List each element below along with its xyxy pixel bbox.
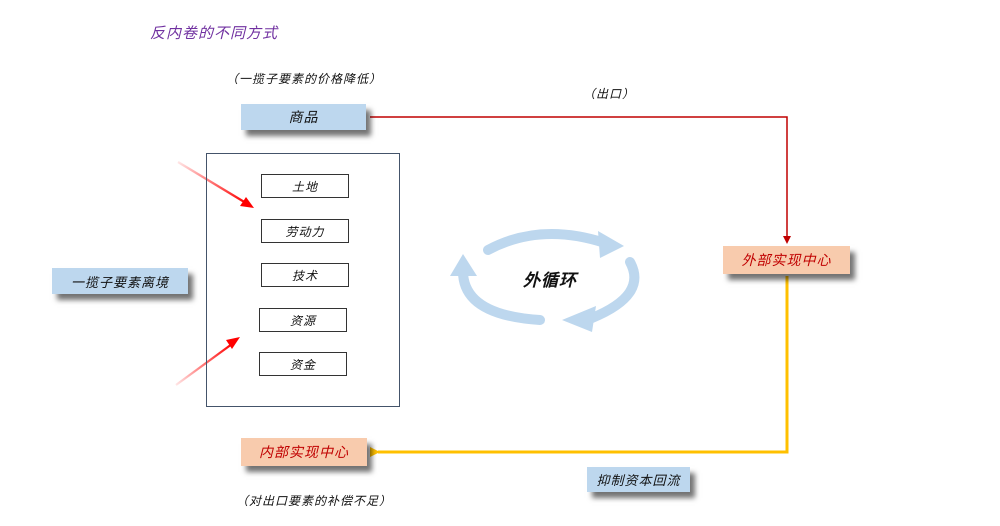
factor-label: 技术 [291,268,318,283]
external-center-label: 外部实现中心 [741,253,832,269]
cycle-label: 外循环 [523,271,577,291]
factor-label: 劳动力 [285,224,325,239]
pointer-arrow-top [177,161,254,208]
factor-item-labor: 劳动力 [261,219,349,243]
factor-item-technology: 技术 [261,263,349,287]
factor-label: 资源 [289,313,316,328]
factor-item-land: 土地 [261,174,349,198]
internal-center-node: 内部实现中心 [241,438,367,466]
goods-node: 商品 [241,104,366,130]
factor-outflow-label: 一揽子要素离境 [70,275,169,291]
factor-item-capital: 资金 [259,352,347,376]
factor-bundle-frame: 土地 劳动力 技术 资源 资金 [206,153,400,407]
diagram-title: 反内卷的不同方式 [150,24,279,42]
cycle-arrows-icon [457,229,640,325]
cycle-arrowheads [450,231,624,332]
note-export: （出口） [583,87,636,101]
external-center-node: 外部实现中心 [723,246,850,274]
return-connector [370,276,789,457]
pointer-arrow-bottom [175,337,240,386]
factor-label: 资金 [289,357,316,372]
factor-item-resources: 资源 [259,308,347,332]
capital-return-label: 抑制资本回流 [596,474,681,489]
goods-label: 商品 [288,110,319,126]
note-compensation: （对出口要素的补偿不足） [236,494,393,508]
factor-outflow-node: 一揽子要素离境 [52,268,188,294]
capital-return-node: 抑制资本回流 [587,467,690,492]
export-connector [370,116,791,244]
internal-center-label: 内部实现中心 [259,445,349,461]
note-price-drop: （一揽子要素的价格降低） [226,72,383,86]
factor-label: 土地 [291,179,318,194]
